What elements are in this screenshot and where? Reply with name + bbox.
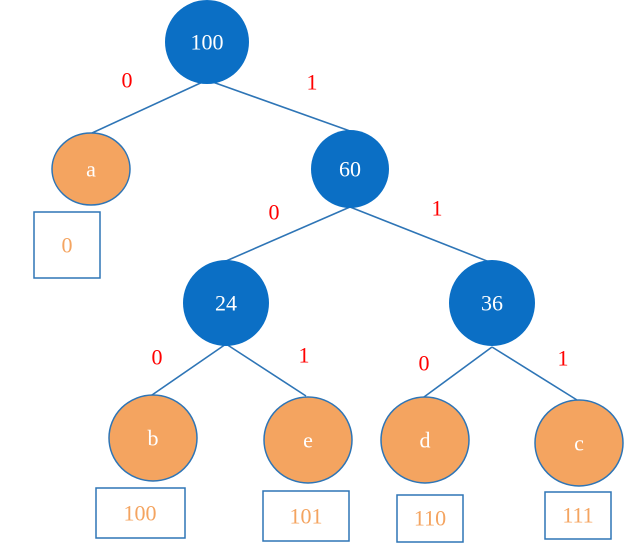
leaf-e-label: e — [303, 428, 313, 453]
code-box-e — [262, 490, 350, 542]
edge-label-60-36: 1 — [432, 196, 443, 221]
leaf-d — [380, 396, 470, 484]
code-c: 111 — [562, 503, 593, 528]
edge-36-d — [423, 346, 493, 398]
node-60-label: 60 — [339, 157, 361, 182]
edge-label-root-60: 1 — [307, 70, 318, 95]
leaf-d-label: d — [420, 428, 431, 453]
edge-label-24-b: 0 — [152, 345, 163, 370]
code-e: 101 — [290, 504, 323, 529]
edge-label-36-d: 0 — [419, 351, 430, 376]
edge-36-c — [491, 346, 578, 401]
code-a: 0 — [62, 233, 73, 258]
edge-24-b — [151, 343, 227, 396]
node-100-label: 100 — [191, 30, 224, 55]
code-d: 110 — [414, 506, 446, 531]
edge-60-36 — [349, 206, 493, 264]
node-36-label: 36 — [481, 291, 503, 316]
edge-label-60-24: 0 — [269, 200, 280, 225]
leaf-c — [534, 399, 624, 487]
leaf-b — [108, 394, 198, 482]
code-box-b — [95, 487, 186, 539]
code-box-d — [396, 494, 464, 543]
leaf-a — [51, 132, 131, 206]
code-b: 100 — [124, 501, 157, 526]
node-36 — [449, 260, 535, 346]
edge-label-36-c: 1 — [558, 346, 569, 371]
edge-label-24-e: 1 — [299, 343, 310, 368]
leaf-e — [263, 396, 353, 484]
leaf-c-label: c — [574, 431, 584, 456]
edge-root-a — [91, 79, 208, 134]
edge-60-24 — [225, 206, 351, 262]
node-60 — [311, 130, 389, 208]
leaf-b-label: b — [148, 426, 159, 451]
leaf-a-label: a — [86, 157, 96, 182]
code-box-c — [544, 491, 612, 540]
edge-label-root-a: 0 — [122, 68, 133, 93]
code-box-a — [33, 211, 101, 279]
node-100 — [165, 0, 249, 84]
node-24-label: 24 — [215, 291, 237, 316]
node-24 — [183, 260, 269, 346]
edge-24-e — [225, 343, 307, 397]
edge-root-60 — [206, 79, 351, 132]
